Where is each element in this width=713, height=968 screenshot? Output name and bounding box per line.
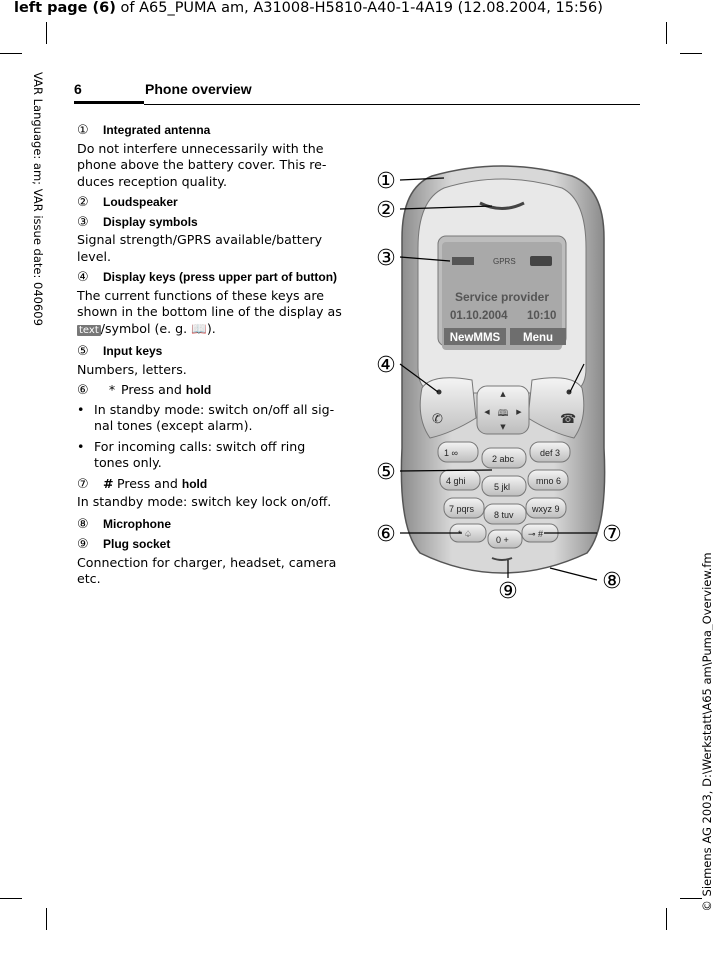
item-title: Plug socket [103, 537, 171, 551]
bullet-item: •In standby mode: switch on/off all sig-… [77, 401, 335, 434]
side-note-right: © Siemens AG 2003, D:\Werkstatt\A65 am\P… [700, 552, 713, 912]
item-number: ⑦ [77, 476, 89, 492]
item-number: ⑧ [77, 516, 89, 532]
nav-key [476, 385, 530, 435]
item-list: ① Integrated antenna Do not interfere unn… [77, 120, 342, 592]
call-icon: ✆ [432, 412, 443, 427]
list-item: ④ Display keys (press upper part of butto… [77, 269, 342, 339]
svg-text:◀: ◀ [484, 408, 490, 416]
softkey-left: NewMMS [450, 332, 501, 344]
callout-8: ⑧ [602, 569, 622, 594]
item-number: ③ [77, 214, 89, 230]
list-item: ③ Display symbols Signal strength/GPRS av… [77, 214, 342, 266]
key-6: mno 6 [536, 476, 561, 486]
item-title: Display symbols [103, 214, 198, 229]
crop-mark [680, 53, 702, 54]
crop-mark [0, 898, 22, 899]
callout-2: ② [376, 198, 396, 223]
key-2: 2 abc [492, 454, 515, 464]
item-number: ⑤ [77, 344, 89, 359]
header-rule-thick [74, 101, 144, 104]
key-3: def 3 [540, 448, 560, 458]
bullet-item: •For incoming calls: switch off ring ton… [77, 438, 306, 471]
crop-mark [680, 898, 702, 899]
hash-key-icon: # [103, 475, 114, 491]
page-title: Phone overview [145, 81, 252, 97]
screen-date: 01.10.2004 [450, 310, 508, 322]
svg-text:▼: ▼ [500, 423, 506, 431]
callout-6: ⑥ [376, 522, 396, 547]
key-0: 0 + [496, 535, 509, 545]
item-body: Do not interfere unnecessarily with the … [77, 140, 327, 189]
star-key-icon: * [108, 382, 116, 397]
end-call-icon: ☎ [560, 412, 576, 427]
crop-mark [0, 53, 22, 54]
callout-5: ⑤ [376, 460, 396, 485]
key-4: 4 ghi [446, 476, 466, 486]
item-title: Display keys (press upper part of button… [103, 270, 338, 284]
key-star: * ♤ [458, 529, 472, 539]
crop-mark [46, 22, 47, 44]
crop-mark [46, 908, 47, 930]
item-body: In standby mode: switch key lock on/off. [77, 494, 332, 509]
list-item: ⑨ Plug socket Connection for charger, hea… [77, 536, 342, 588]
item-body: Numbers, letters. [77, 361, 187, 377]
gprs-icon: GPRS [493, 257, 516, 266]
item-number: ⑥ [77, 383, 89, 398]
running-header: left page (6) of A65_PUMA am, A31008-H58… [14, 0, 603, 16]
battery-icon [530, 256, 552, 266]
key-hash: ⊸ # [528, 529, 543, 539]
list-item: ① Integrated antenna Do not interfere unn… [77, 122, 342, 190]
list-item: ⑦#Press and hold In standby mode: switch… [77, 476, 342, 511]
list-item: ⑤ Input keys Numbers, letters. [77, 343, 342, 378]
item-title: Loudspeaker [103, 195, 178, 209]
crop-mark [666, 22, 667, 44]
item-body: The current functions of these keys are … [77, 287, 342, 336]
screen-provider: Service provider [455, 290, 549, 304]
item-body: Signal strength/GPRS available/battery l… [77, 232, 323, 264]
key-1: 1 ∞ [444, 448, 458, 458]
list-item: ⑧ Microphone [77, 516, 342, 534]
display-text-tag: text [77, 324, 101, 336]
svg-text:▶: ▶ [516, 408, 522, 416]
item-number: ⑨ [77, 537, 89, 552]
item-title: Microphone [103, 516, 171, 531]
svg-text:▲: ▲ [500, 390, 506, 398]
key-9: wxyz 9 [531, 504, 560, 514]
side-note-left: VAR Language: am; VAR issue date: 040609 [31, 72, 45, 326]
crop-mark [666, 908, 667, 930]
phonebook-icon: 🕮 [498, 409, 509, 419]
callout-7: ⑦ [602, 522, 622, 547]
item-number: ① [77, 123, 89, 138]
item-number: ④ [77, 270, 89, 285]
microphone [491, 557, 513, 561]
phone-illustration: GPRS Service provider 01.10.2004 10:10 N… [376, 165, 622, 604]
screen-time: 10:10 [527, 310, 556, 322]
header-rule [144, 104, 640, 105]
key-5: 5 jkl [494, 482, 510, 492]
item-body: Connection for charger, headset, camera … [77, 554, 337, 587]
item-number: ② [77, 195, 89, 210]
callout-3: ③ [376, 246, 396, 271]
list-item: ⑥*Press and hold •In standby mode: switc… [77, 382, 342, 472]
key-7: 7 pqrs [449, 504, 475, 514]
page-number: 6 [74, 81, 82, 97]
callout-1: ① [376, 169, 396, 194]
softkey-right: Menu [523, 332, 553, 344]
key-8: 8 tuv [494, 510, 514, 520]
item-title: Input keys [103, 344, 163, 358]
callout-9: ⑨ [498, 579, 518, 604]
list-item: ② Loudspeaker [77, 194, 342, 212]
item-title: Integrated antenna [103, 123, 211, 137]
callout-4: ④ [376, 353, 396, 378]
signal-icon [452, 257, 474, 265]
